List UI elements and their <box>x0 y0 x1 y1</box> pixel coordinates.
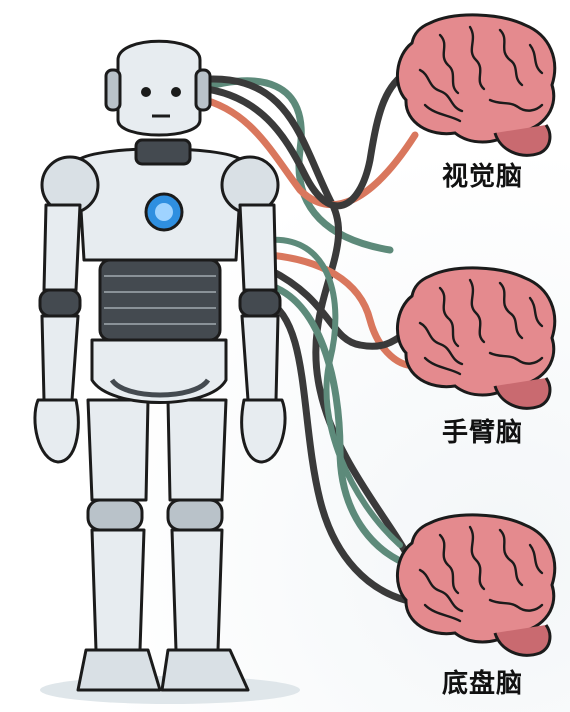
robot-right-leg <box>162 400 248 690</box>
brain-bottom <box>397 515 554 655</box>
brain-top <box>397 15 554 155</box>
brain-label-arm: 手臂脑 <box>442 420 523 446</box>
robot-left-leg <box>78 400 160 690</box>
robot-neck <box>136 140 190 164</box>
robot-abdomen <box>100 260 220 340</box>
robot-right-arm <box>240 205 285 462</box>
robot-left-arm <box>35 205 80 462</box>
robot <box>35 41 285 690</box>
brain-middle <box>397 268 554 408</box>
cables <box>196 70 420 600</box>
brain-label-chassis: 底盘脑 <box>442 671 523 697</box>
brain-label-visual: 视觉脑 <box>442 164 523 190</box>
robot-head <box>106 41 210 135</box>
cable-body-orange <box>270 255 420 366</box>
